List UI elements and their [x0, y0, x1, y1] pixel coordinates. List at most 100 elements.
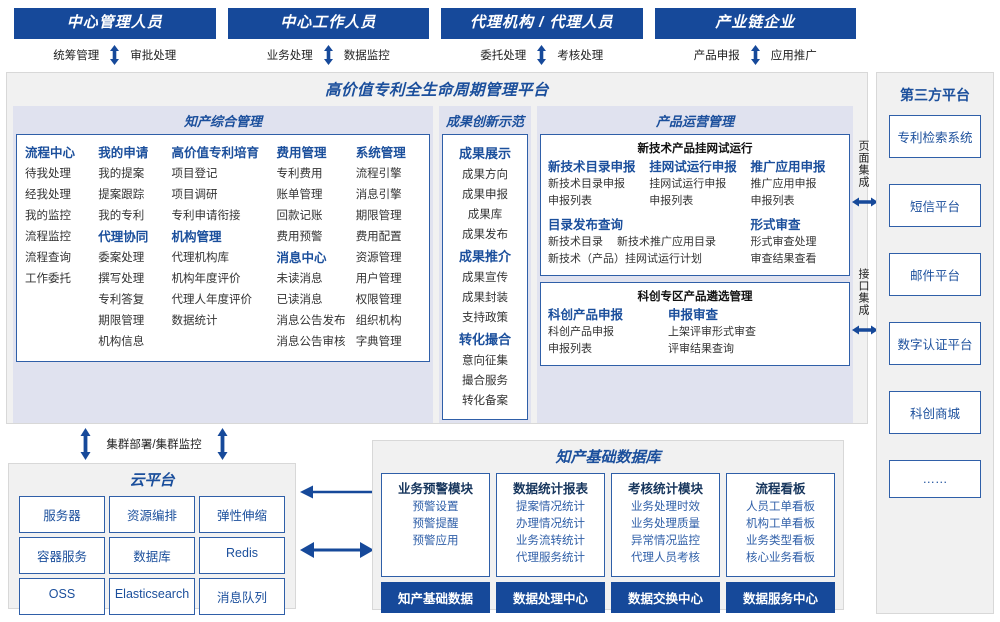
menu-item[interactable]: 字典管理	[355, 336, 402, 348]
kdb-column-dashboard: 流程看板 人员工单看板 机构工单看板 业务类型看板 核心业务看板 数据服务中心	[726, 473, 835, 613]
menu-item[interactable]: 成果发布	[462, 229, 508, 241]
cloud-cell-oss[interactable]: OSS	[19, 578, 105, 615]
menu-item[interactable]: 申报列表	[649, 195, 694, 207]
menu-item[interactable]: 支持政策	[462, 312, 508, 324]
menu-item[interactable]: 代理机构库	[171, 252, 230, 264]
menu-item[interactable]: 消息公告发布	[276, 315, 346, 327]
menu-item[interactable]: 期限管理	[355, 210, 402, 222]
menu-item[interactable]: 费用配置	[355, 231, 402, 243]
third-party-item-ca[interactable]: 数字认证平台	[889, 322, 981, 365]
menu-item[interactable]: 新技术推广应用目录	[617, 236, 716, 248]
cloud-cell-mq[interactable]: 消息队列	[199, 578, 285, 615]
menu-item[interactable]: 申报列表	[548, 343, 592, 355]
menu-item[interactable]: 账单管理	[276, 189, 323, 201]
cloud-cell-autoscale[interactable]: 弹性伸缩	[199, 496, 285, 533]
card-item[interactable]: 代理服务统计	[516, 552, 585, 564]
kdb-footer-button[interactable]: 知产基础数据	[381, 582, 490, 613]
menu-item[interactable]: 新技术目录申报	[548, 178, 625, 190]
menu-item[interactable]: 流程监控	[25, 231, 71, 243]
menu-item[interactable]: 专利答复	[98, 294, 145, 306]
box-subtitle: 科创专区产品遴选管理	[637, 291, 753, 303]
menu-item[interactable]: 代理人年度评价	[171, 294, 253, 306]
menu-item[interactable]: 项目调研	[171, 189, 218, 201]
cloud-cell-database[interactable]: 数据库	[109, 537, 195, 574]
menu-item[interactable]: 新技术目录	[548, 236, 603, 248]
cloud-cell-orchestration[interactable]: 资源编排	[109, 496, 195, 533]
cloud-cell-elasticsearch[interactable]: Elasticsearch	[109, 578, 195, 615]
menu-item[interactable]: 组织机构	[355, 315, 402, 327]
menu-item[interactable]: 成果封装	[462, 292, 508, 304]
menu-item[interactable]: 挂网试运行申报	[649, 178, 727, 190]
menu-item[interactable]: 资源管理	[355, 252, 402, 264]
menu-item[interactable]: 科创产品申报	[548, 326, 614, 338]
menu-item[interactable]: 上架评审形式审查	[668, 326, 756, 338]
menu-item[interactable]: 成果库	[467, 209, 503, 221]
menu-item[interactable]: 成果方向	[462, 169, 508, 181]
menu-item[interactable]: 形式审查处理	[750, 236, 817, 248]
menu-item[interactable]: 数据统计	[171, 315, 218, 327]
card-item[interactable]: 代理人员考核	[631, 552, 700, 564]
kdb-footer-button[interactable]: 数据交换中心	[611, 582, 720, 613]
menu-item[interactable]: 费用预警	[276, 231, 323, 243]
menu-item[interactable]: 工作委托	[25, 273, 71, 285]
cloud-cell-container[interactable]: 容器服务	[19, 537, 105, 574]
card-item[interactable]: 业务处理时效	[631, 501, 700, 513]
cloud-cell-server[interactable]: 服务器	[19, 496, 105, 533]
menu-item[interactable]: 转化备案	[462, 395, 508, 407]
card-item[interactable]: 人员工单看板	[746, 501, 815, 513]
card-item[interactable]: 业务类型看板	[746, 535, 815, 547]
card-item[interactable]: 预警设置	[412, 501, 459, 513]
card-item[interactable]: 提案情况统计	[516, 501, 585, 513]
menu-item[interactable]: 回款记账	[276, 210, 323, 222]
menu-item[interactable]: 撰写处理	[98, 273, 145, 285]
third-party-item-patent-search[interactable]: 专利检索系统	[889, 115, 981, 158]
cloud-cell-redis[interactable]: Redis	[199, 537, 285, 574]
card-item[interactable]: 预警应用	[412, 535, 459, 547]
vertical-double-arrow-icon	[750, 45, 760, 65]
menu-item[interactable]: 用户管理	[355, 273, 402, 285]
menu-item[interactable]: 新技术（产品）挂网试运行计划	[548, 253, 702, 265]
menu-item[interactable]: 专利费用	[276, 168, 323, 180]
menu-item[interactable]: 意向征集	[462, 355, 508, 367]
menu-item[interactable]: 评审结果查询	[668, 343, 734, 355]
card-item[interactable]: 业务处理质量	[631, 518, 700, 530]
card-item[interactable]: 业务流转统计	[516, 535, 585, 547]
menu-item[interactable]: 专利申请衔接	[171, 210, 241, 222]
menu-item[interactable]: 消息引擎	[355, 189, 402, 201]
menu-item[interactable]: 已读消息	[276, 294, 323, 306]
card-item[interactable]: 预警提醒	[412, 518, 459, 530]
menu-item[interactable]: 申报列表	[750, 195, 795, 207]
menu-item[interactable]: 我的监控	[25, 210, 71, 222]
menu-item[interactable]: 我的提案	[98, 168, 145, 180]
card-item[interactable]: 办理情况统计	[516, 518, 585, 530]
menu-item[interactable]: 撮合服务	[462, 375, 508, 387]
menu-item[interactable]: 流程查询	[25, 252, 71, 264]
third-party-item-sms[interactable]: 短信平台	[889, 184, 981, 227]
menu-item[interactable]: 提案跟踪	[98, 189, 145, 201]
menu-item[interactable]: 成果宣传	[462, 272, 508, 284]
menu-item[interactable]: 待我处理	[25, 168, 71, 180]
card-item[interactable]: 机构工单看板	[746, 518, 815, 530]
kdb-footer-button[interactable]: 数据处理中心	[496, 582, 605, 613]
card-item[interactable]: 核心业务看板	[746, 552, 815, 564]
menu-item[interactable]: 项目登记	[171, 168, 218, 180]
menu-item[interactable]: 我的专利	[98, 210, 145, 222]
menu-item[interactable]: 未读消息	[276, 273, 323, 285]
menu-item[interactable]: 成果申报	[462, 189, 508, 201]
menu-item[interactable]: 机构信息	[98, 336, 145, 348]
menu-item[interactable]: 委案处理	[98, 252, 145, 264]
card-item[interactable]: 异常情况监控	[631, 535, 700, 547]
menu-item[interactable]: 消息公告审核	[276, 336, 346, 348]
menu-item[interactable]: 期限管理	[98, 315, 145, 327]
menu-item[interactable]: 申报列表	[548, 195, 592, 207]
third-party-item-mall[interactable]: 科创商城	[889, 391, 981, 434]
menu-item[interactable]: 机构年度评价	[171, 273, 241, 285]
menu-item[interactable]: 经我处理	[25, 189, 71, 201]
menu-item[interactable]: 权限管理	[355, 294, 402, 306]
kdb-footer-button[interactable]: 数据服务中心	[726, 582, 835, 613]
menu-item[interactable]: 审查结果查看	[750, 253, 817, 265]
menu-item[interactable]: 推广应用申报	[750, 178, 817, 190]
third-party-item-more[interactable]: ……	[889, 460, 981, 498]
third-party-item-email[interactable]: 邮件平台	[889, 253, 981, 296]
menu-item[interactable]: 流程引擎	[355, 168, 402, 180]
